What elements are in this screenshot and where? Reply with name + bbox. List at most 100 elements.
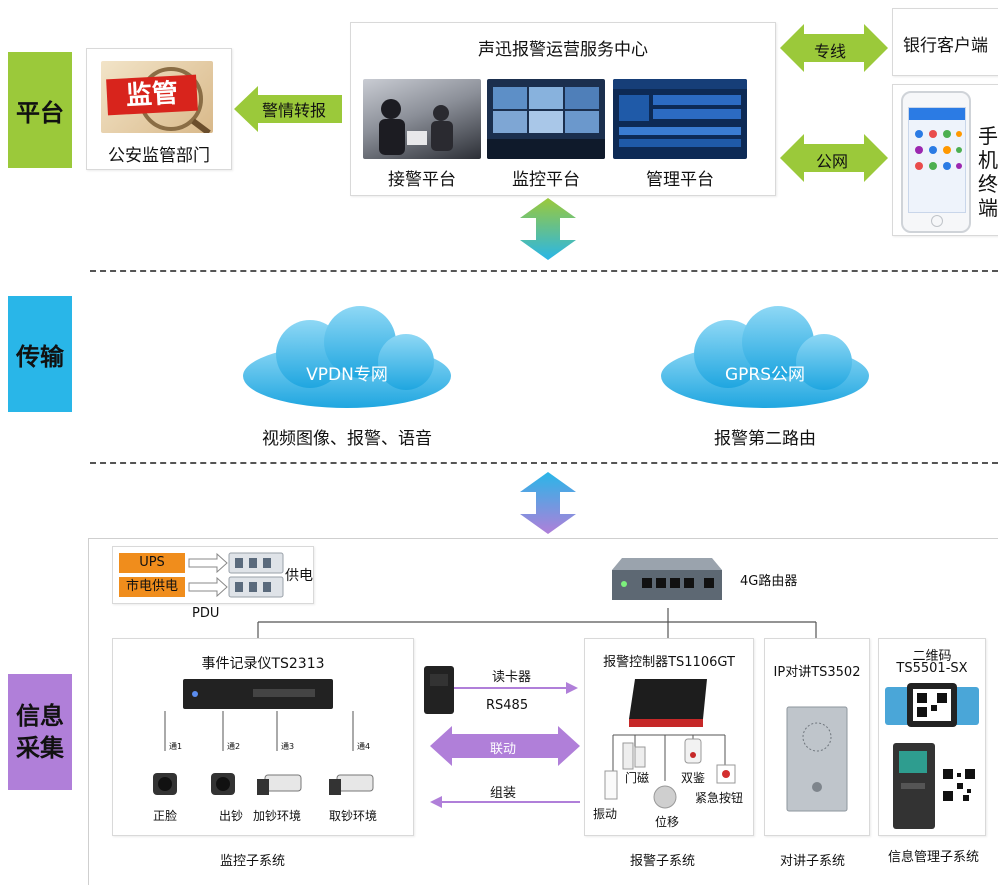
vibration-sensor-label: 振动 — [593, 807, 618, 821]
phone-app-header — [909, 108, 965, 120]
police-department-label: 公安监管部门 — [108, 146, 210, 166]
ups-label: UPS — [119, 553, 185, 573]
door-sensor-icon — [622, 742, 646, 770]
vpdn-cloud-label: VPDN专网 — [306, 365, 388, 385]
sensor-lines — [612, 734, 726, 781]
kiosk-icon — [893, 743, 935, 829]
section-label-transmission: 传输 — [8, 296, 72, 412]
pdu-label: PDU — [192, 606, 220, 621]
separator-bottom — [90, 462, 998, 464]
channel-2-label: 通2 — [227, 742, 241, 751]
gprs-cloud-label: GPRS公网 — [724, 365, 806, 385]
platform-transmission-arrow — [520, 198, 576, 260]
service-center-title: 声迅报警运营服务中心 — [478, 40, 648, 60]
alarm-controller-box: 报警控制器TS1106GT 门磁 双鉴 振动 位移 紧急按钮 — [584, 638, 754, 836]
vpdn-caption: 视频图像、报警、语音 — [262, 429, 432, 449]
camera-replenish-label: 加钞环境 — [253, 809, 302, 823]
mobile-terminal-char-2: 机 — [978, 148, 998, 172]
section-label-transmission-text: 传输 — [16, 342, 64, 371]
power-arrows — [188, 552, 228, 598]
intercom-title: IP对讲TS3502 — [773, 665, 861, 680]
qr-title-line2: TS5501-SX — [896, 661, 968, 676]
private-line-arrow — [780, 24, 888, 72]
monitor-platform-label: 监控平台 — [512, 170, 580, 190]
qr-title-line1: 二维码 — [912, 649, 952, 664]
report-arrow-label: 警情转报 — [262, 101, 327, 120]
reception-platform-image — [363, 79, 481, 159]
dual-detector-label: 双鉴 — [681, 771, 706, 785]
police-supervision-image-text: 监管 — [106, 74, 198, 116]
section-label-platform: 平台 — [8, 52, 72, 168]
linkage-arrow — [430, 726, 580, 766]
mobile-terminal-char-1: 手 — [978, 124, 998, 148]
camera-dispense-label: 出钞 — [219, 809, 244, 823]
cloud-icon — [243, 306, 451, 408]
intercom-subsystem-label: 对讲子系统 — [780, 854, 846, 869]
camera-withdraw-label: 取钞环境 — [329, 809, 378, 823]
dual-detector-icon — [684, 738, 702, 764]
operator-icon — [379, 99, 453, 155]
bullet-camera-icon — [257, 774, 302, 795]
card-reader-icon — [424, 666, 454, 714]
intercom-box: IP对讲TS3502 — [764, 638, 870, 836]
cloud-icon — [661, 306, 869, 408]
intercom-panel-icon — [786, 706, 848, 812]
service-center-box: 声迅报警运营服务中心 接警平台 监控平 — [350, 22, 776, 196]
mobile-terminal-box: 手 机 终 端 — [892, 84, 998, 236]
qr-box: 二维码 TS5501-SX — [878, 638, 986, 836]
power-box: UPS 市电供电 供电 — [112, 546, 314, 604]
report-arrow — [234, 86, 342, 132]
qr-scan-phone-icon — [885, 683, 979, 727]
router-icon — [612, 558, 722, 600]
pdu-icon — [228, 552, 284, 598]
transmission-collection-arrow — [520, 472, 576, 534]
bank-client-box: 银行客户端 — [892, 8, 998, 76]
police-department-box: 监管 公安监管部门 — [86, 48, 232, 170]
door-sensor-label: 门磁 — [625, 771, 650, 785]
separator-top — [90, 270, 998, 272]
card-reader-label: 读卡器 — [492, 670, 532, 685]
displacement-sensor-label: 位移 — [655, 815, 680, 829]
displacement-sensor-icon — [653, 785, 677, 809]
phone-image — [901, 91, 971, 233]
arm-arrow — [430, 796, 580, 808]
channel-lines — [164, 711, 354, 751]
arm-label: 组装 — [490, 786, 517, 801]
qr-code-icon — [941, 767, 977, 803]
management-platform-image — [613, 79, 747, 159]
rs485-label: RS485 — [486, 698, 529, 713]
recorder-box: 事件记录仪TS2313 通1 通2 通3 通4 正脸 出钞 加钞环境 取钞环境 — [112, 638, 414, 836]
dvr-icon — [183, 679, 333, 709]
channel-3-label: 通3 — [281, 742, 295, 751]
router-label: 4G路由器 — [740, 574, 798, 589]
camera-icon — [153, 773, 177, 795]
monitor-platform-image — [487, 79, 605, 159]
gprs-cloud: GPRS公网 — [658, 306, 872, 410]
mobile-terminal-char-4: 端 — [978, 196, 998, 220]
private-line-label: 专线 — [814, 42, 847, 61]
camera-face-label: 正脸 — [153, 809, 178, 823]
mains-label: 市电供电 — [119, 577, 185, 597]
info-management-subsystem-label: 信息管理子系统 — [888, 850, 980, 865]
alarm-panel-icon — [629, 679, 707, 727]
alarm-subsystem-label: 报警子系统 — [630, 854, 696, 869]
vibration-sensor-icon — [604, 770, 618, 800]
router-connector-lines — [257, 608, 817, 638]
emergency-button-icon — [716, 764, 736, 784]
channel-1-label: 通1 — [169, 742, 183, 751]
dashboard-icon — [613, 79, 747, 147]
section-label-collection-line2: 采集 — [16, 734, 64, 762]
gprs-caption: 报警第二路由 — [714, 429, 816, 449]
section-label-collection: 信息 采集 — [8, 674, 72, 790]
bank-client-label: 银行客户端 — [903, 36, 988, 56]
mobile-terminal-char-3: 终 — [978, 172, 998, 196]
police-supervision-image: 监管 — [101, 61, 213, 133]
power-supply-label: 供电 — [285, 568, 313, 584]
section-label-collection-line1: 信息 — [16, 702, 64, 730]
emergency-button-label: 紧急按钮 — [695, 791, 744, 805]
alarm-controller-title: 报警控制器TS1106GT — [603, 655, 735, 670]
camera-icon — [211, 773, 235, 795]
vpdn-cloud: VPDN专网 — [240, 306, 454, 410]
management-platform-label: 管理平台 — [646, 170, 714, 190]
public-network-arrow — [780, 134, 888, 182]
